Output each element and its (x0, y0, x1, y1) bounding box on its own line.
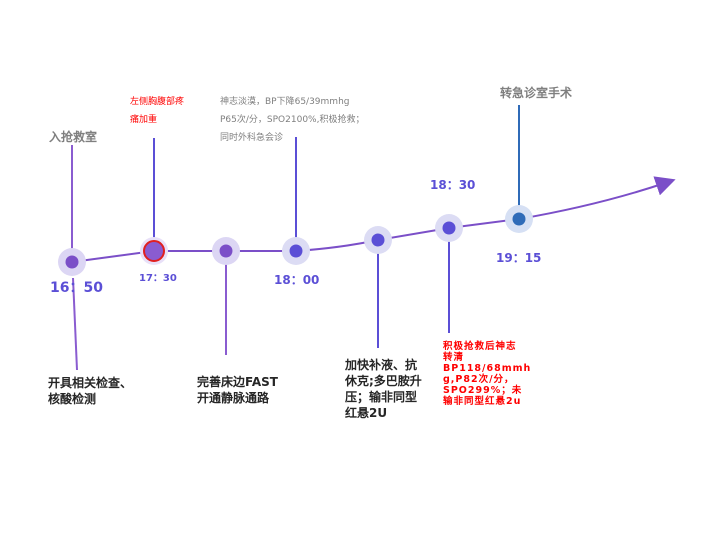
node[interactable] (371, 233, 385, 247)
node[interactable] (442, 221, 456, 235)
event-label: 转急诊室手术 (500, 86, 573, 100)
node[interactable] (65, 255, 79, 269)
node-final[interactable] (512, 212, 526, 226)
time-label: 17：30 (139, 273, 177, 284)
time-label: 18：30 (430, 178, 476, 192)
event-label: 入抢救室 (49, 130, 98, 144)
event-label: 左侧胸腹部疼 痛加重 (130, 97, 185, 125)
node[interactable] (289, 244, 303, 258)
event-label: 完善床边FAST 开通静脉通路 (197, 375, 278, 405)
event-label: 神志淡漠，BP下降65/39mmhg P65次/分，SPO2100%,积极抢救；… (220, 97, 365, 143)
connector (72, 277, 78, 371)
node[interactable] (219, 244, 233, 258)
event-label: 开具相关检查、 核酸检测 (48, 376, 133, 406)
time-label: 16：50 (50, 280, 103, 296)
event-label: 积极抢救后神志 转清 BP118/68mmh g,P82次/分， SPO299%… (443, 341, 532, 407)
time-label: 18：00 (274, 273, 320, 287)
event-label: 加快补液、抗 休克;多巴胺升 压；输非同型 红悬2U (345, 358, 422, 420)
node-alert[interactable] (143, 240, 165, 262)
time-label: 19：15 (496, 251, 542, 265)
